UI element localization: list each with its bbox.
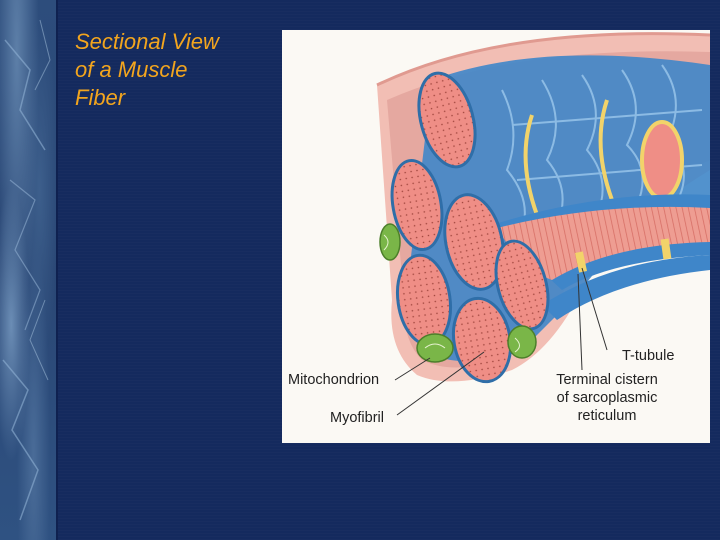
title-line-1: Sectional View (75, 29, 219, 54)
title-line-3: Fiber (75, 85, 126, 110)
mitochondrion (379, 223, 401, 261)
muscle-fiber-illustration: Mitochondrion Myofibril T-tubule Termina… (282, 30, 711, 443)
slide-title: Sectional View of a Muscle Fiber (75, 28, 275, 112)
terminal-cistern-line-1: Terminal cistern (556, 372, 658, 388)
muscle-fiber-drawing (376, 32, 711, 416)
terminal-cistern-label: Terminal cistern of sarcoplasmic reticul… (547, 371, 667, 425)
marble-side-strip (0, 0, 58, 540)
terminal-cistern-line-2: of sarcoplasmic (556, 390, 658, 406)
t-tubule-loop (523, 114, 539, 216)
terminal-cistern-line-3: reticulum (577, 408, 637, 424)
myofibril-label: Myofibril (330, 410, 384, 426)
striated-myofibril (497, 206, 710, 280)
myofibril-cross-section (417, 71, 477, 169)
mitochondrion-label: Mitochondrion (288, 372, 380, 388)
title-line-2: of a Muscle (75, 57, 188, 82)
t-tubule-label: T-tubule (622, 348, 675, 364)
